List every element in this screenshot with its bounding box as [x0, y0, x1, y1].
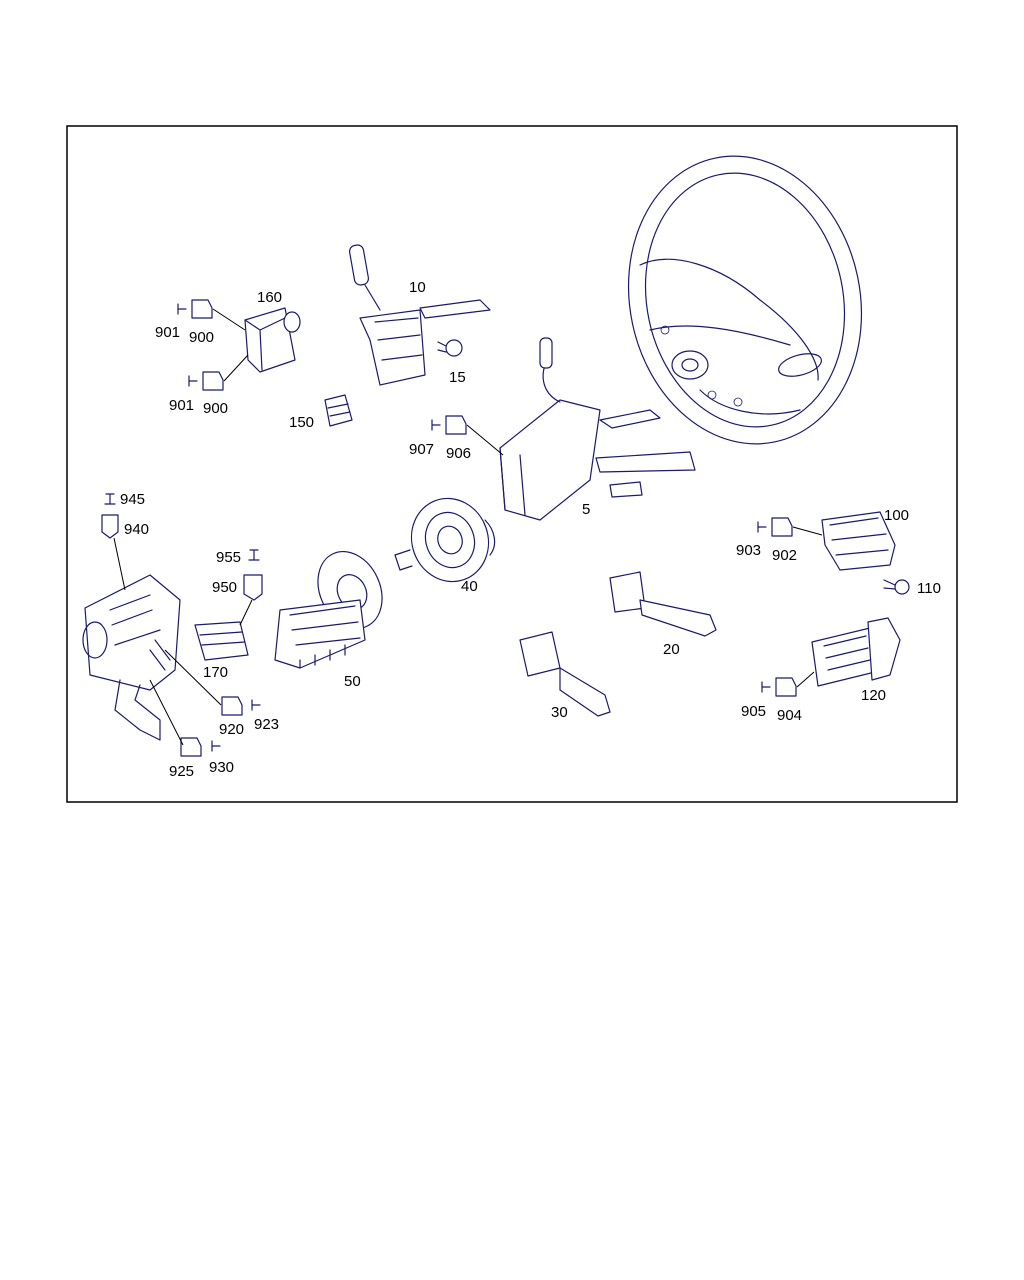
part-10-drawing [348, 244, 491, 386]
part-50-drawing [274, 550, 383, 669]
callout-100: 100 [884, 507, 909, 524]
part-160-drawing [244, 307, 301, 373]
part-30-drawing [519, 631, 611, 717]
part-100-drawing [821, 511, 896, 571]
callout-10: 10 [409, 279, 426, 296]
callout-40: 40 [461, 578, 478, 595]
connector-symbols [101, 299, 797, 757]
callout-160: 160 [257, 289, 282, 306]
callout-940: 940 [124, 521, 149, 538]
callout-30: 30 [551, 704, 568, 721]
callout-923: 923 [254, 716, 279, 733]
callout-150: 150 [289, 414, 314, 431]
callout-925: 925 [169, 763, 194, 780]
callout-955: 955 [216, 549, 241, 566]
part-150-drawing [324, 394, 353, 427]
part-15-drawing [437, 339, 463, 357]
callout-920: 920 [219, 721, 244, 738]
callout-930: 930 [209, 759, 234, 776]
callout-950: 950 [212, 579, 237, 596]
callout-15: 15 [449, 369, 466, 386]
callout-20: 20 [663, 641, 680, 658]
callout-902: 902 [772, 547, 797, 564]
leader-lines [113, 308, 823, 746]
callout-906: 906 [446, 445, 471, 462]
callout-170: 170 [203, 664, 228, 681]
callout-901-upper: 901 [155, 324, 180, 341]
part-120-drawing [811, 617, 901, 687]
part-940-assembly-drawing [82, 574, 181, 741]
steering-wheel-drawing [627, 155, 863, 445]
callout-905: 905 [741, 703, 766, 720]
part-110-drawing [883, 579, 910, 595]
part-40-drawing [394, 497, 496, 583]
callout-901-lower: 901 [169, 397, 194, 414]
callout-904: 904 [777, 707, 802, 724]
part-5-drawing [499, 337, 696, 521]
callout-907: 907 [409, 441, 434, 458]
callout-900-upper: 900 [189, 329, 214, 346]
part-170-drawing [194, 621, 249, 661]
callout-50: 50 [344, 673, 361, 690]
callout-5: 5 [582, 501, 590, 518]
callout-903: 903 [736, 542, 761, 559]
callout-120: 120 [861, 687, 886, 704]
callout-900-lower: 900 [203, 400, 228, 417]
callout-945: 945 [120, 491, 145, 508]
callout-labels: 5 10 15 20 30 40 50 100 110 120 150 160 … [120, 279, 941, 780]
part-20-drawing [609, 571, 717, 637]
callout-110: 110 [917, 580, 941, 597]
